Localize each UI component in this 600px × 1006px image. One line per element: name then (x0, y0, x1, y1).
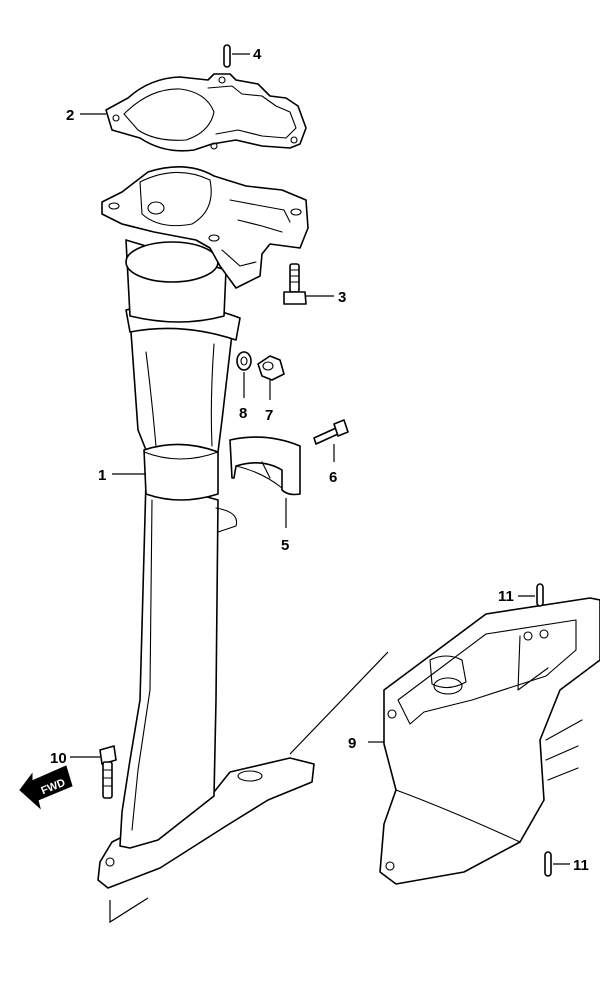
callout-5: 5 (281, 537, 289, 554)
forward-arrow-icon: FWD (19, 765, 73, 810)
pin-part-11-lower (544, 851, 570, 877)
callout-9: 9 (348, 735, 356, 752)
callout-11-upper: 11 (498, 588, 514, 605)
callout-3: 3 (338, 289, 346, 306)
callout-6: 6 (329, 469, 337, 486)
bolt-part-6 (313, 419, 349, 462)
callout-8: 8 (239, 405, 247, 422)
cover-part-9 (289, 597, 600, 885)
pin-part-4 (223, 44, 250, 68)
callout-1: 1 (98, 467, 106, 484)
driveshaft-housing-part-1 (97, 166, 315, 924)
plug-part-7 (257, 355, 285, 400)
gasket-part-2 (80, 73, 307, 152)
callout-2: 2 (66, 107, 74, 124)
callout-7: 7 (265, 407, 273, 424)
pin-part-11-upper (518, 583, 544, 607)
callout-10: 10 (50, 750, 67, 767)
callout-11-lower: 11 (573, 857, 589, 874)
clamp-part-5 (229, 436, 301, 528)
bolt-part-3 (283, 263, 334, 305)
bolt-part-10 (70, 745, 117, 799)
callout-4: 4 (253, 46, 262, 63)
washer-part-8 (236, 351, 252, 398)
